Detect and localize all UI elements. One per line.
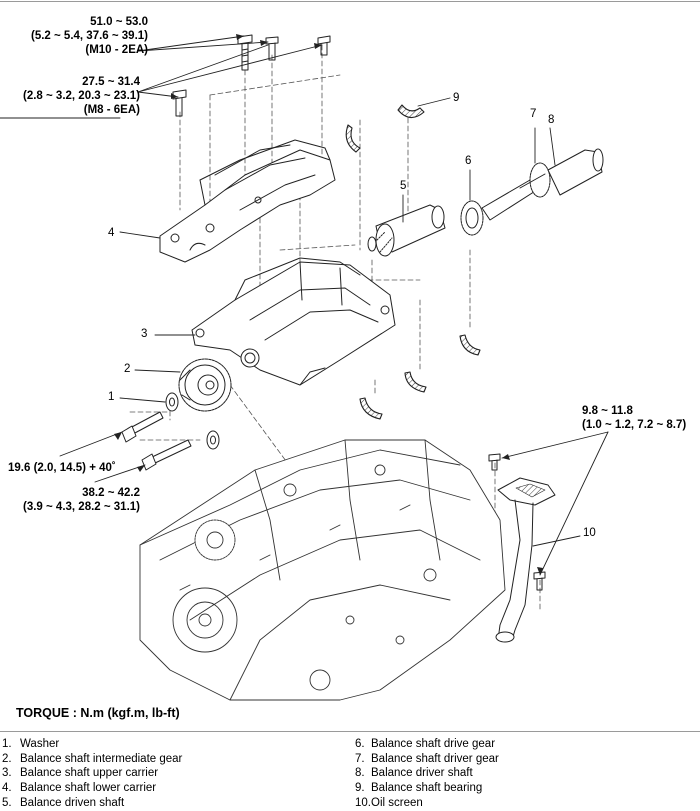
torque-idler-value: 38.2 ~ 42.2 (82, 487, 140, 499)
legend-label: Washer (20, 738, 60, 750)
torque-gear-bolt-value: 19.6 (2.0, 14.5) + 40˚ (8, 462, 116, 474)
legend-label: Balance shaft drive gear (371, 738, 496, 750)
oil-screen-bolts (488, 453, 546, 591)
m8-bolt-center (265, 36, 279, 61)
callout-10: 10 (583, 527, 596, 539)
balance-driven-shaft (367, 204, 446, 257)
callout-8: 8 (548, 114, 555, 126)
callout-3: 3 (141, 328, 148, 340)
legend-item: 8. Balance driver shaft (355, 766, 499, 781)
torque-oil-screen-alt-units: (1.0 ~ 1.2, 7.2 ~ 8.7) (582, 419, 687, 431)
torque-oil-screen-value: 9.8 ~ 11.8 (582, 405, 633, 417)
legend-item: 9. Balance shaft bearing (355, 781, 499, 796)
legend-label: Balance driven shaft (20, 796, 125, 809)
legend-label: Balance driver shaft (371, 767, 473, 780)
leader-lines (0, 35, 609, 576)
legend-item: 6. Balance shaft drive gear (355, 737, 499, 752)
torque-m10-value: 51.0 ~ 53.0 (90, 16, 148, 28)
m8-bolt-left (172, 89, 187, 117)
m10-bolt-right (317, 35, 331, 56)
torque-unit-note: TORQUE : N.m (kgf.m, lb-ft) (16, 706, 180, 720)
legend-item: 3. Balance shaft upper carrier (2, 766, 182, 781)
callout-7: 7 (530, 108, 537, 120)
torque-spec-m10: 51.0 ~ 53.0 (5.2 ~ 5.4, 37.6 ~ 39.1) (M1… (31, 15, 148, 57)
legend-item: 1. Washer (2, 737, 182, 752)
legend-item: 7. Balance shaft driver gear (355, 752, 499, 767)
legend-number: 10. (355, 796, 371, 809)
legend-label: Balance shaft intermediate gear (20, 752, 183, 765)
legend-column-right: 6. Balance shaft drive gear 7. Balance sha… (355, 737, 499, 811)
gear-bolt (121, 411, 164, 443)
callout-9: 9 (453, 92, 460, 104)
torque-m8-value: 27.5 ~ 31.4 (82, 76, 140, 88)
legend-label: Balance shaft bearing (371, 782, 483, 795)
legend-number: 5. (2, 796, 12, 809)
legend-number: 9. (355, 782, 365, 795)
legend-label: Balance shaft upper carrier (20, 767, 159, 780)
balance-shaft-bearing-set (345, 104, 481, 420)
engine-block (139, 439, 506, 701)
balance-shaft-lower-carrier (159, 139, 336, 263)
legend-number: 7. (355, 752, 365, 765)
legend-number: 2. (2, 752, 12, 765)
top-rule (0, 1, 700, 2)
torque-m10-alt-units: (5.2 ~ 5.4, 37.6 ~ 39.1) (31, 30, 148, 42)
balance-driver-shaft (460, 148, 604, 236)
torque-spec-idler-bolt: 38.2 ~ 42.2 (3.9 ~ 4.3, 28.2 ~ 31.1) (23, 486, 140, 514)
callout-6: 6 (465, 155, 472, 167)
washer-parts (165, 392, 220, 450)
legend-number: 1. (2, 738, 12, 750)
oil-screen-part (495, 477, 556, 643)
arrow-heads (114, 34, 543, 575)
legend-label: Balance shaft lower carrier (20, 782, 157, 795)
balance-shaft-intermediate-gear (178, 358, 232, 412)
legend-divider (0, 731, 700, 732)
balance-shaft-upper-carrier (191, 257, 396, 386)
torque-spec-gear-bolt: 19.6 (2.0, 14.5) + 40˚ (8, 461, 116, 475)
legend-item: 10.Oil screen (355, 796, 499, 811)
callout-2: 2 (124, 363, 131, 375)
legend-number: 4. (2, 782, 12, 795)
callout-5: 5 (400, 180, 407, 192)
legend-label: Balance shaft driver gear (371, 752, 499, 765)
torque-m8-qty: (M8 - 6EA) (83, 104, 140, 116)
torque-spec-oil-screen: 9.8 ~ 11.8 (1.0 ~ 1.2, 7.2 ~ 8.7) (582, 404, 686, 432)
torque-m10-qty: (M10 - 2EA) (85, 44, 148, 56)
legend-column-left: 1. Washer 2. Balance shaft intermediate ge… (2, 737, 182, 811)
legend-label: Oil screen (371, 796, 423, 809)
idler-bolt (141, 439, 192, 471)
torque-m8-alt-units: (2.8 ~ 3.2, 20.3 ~ 23.1) (23, 90, 140, 102)
exploded-view-drawing (0, 34, 609, 701)
legend-item: 5. Balance driven shaft (2, 796, 182, 811)
torque-spec-m8: 27.5 ~ 31.4 (2.8 ~ 3.2, 20.3 ~ 23.1) (M8… (23, 75, 140, 117)
legend-number: 8. (355, 767, 365, 780)
legend-number: 6. (355, 738, 365, 750)
callout-4: 4 (108, 227, 115, 239)
torque-idler-alt-units: (3.9 ~ 4.3, 28.2 ~ 31.1) (23, 501, 140, 513)
callout-1: 1 (108, 391, 115, 403)
legend-item: 2. Balance shaft intermediate gear (2, 752, 182, 767)
legend-item: 4. Balance shaft lower carrier (2, 781, 182, 796)
legend-number: 3. (2, 767, 12, 780)
